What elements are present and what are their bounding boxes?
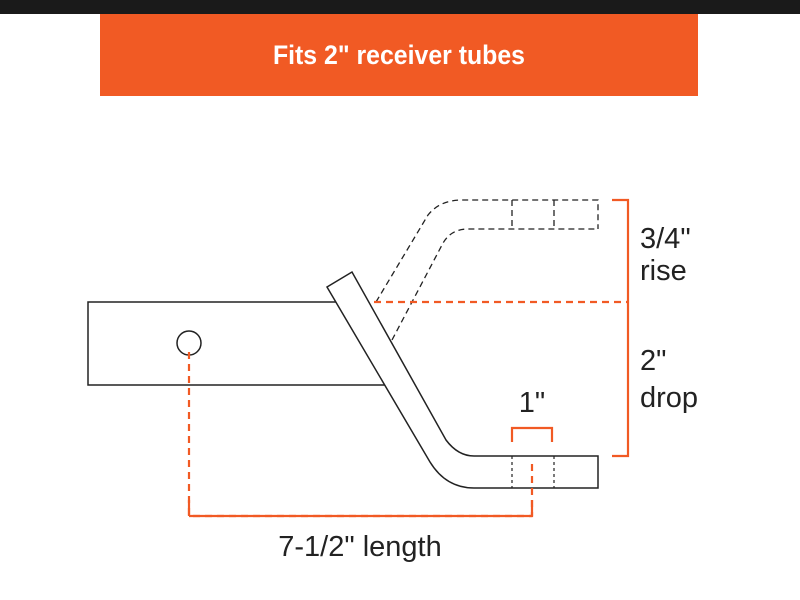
rise-drop-bracket <box>612 198 630 458</box>
banner-title: Fits 2" receiver tubes <box>272 39 526 70</box>
dimension-lines <box>187 198 630 518</box>
ball-mount-outline <box>325 270 599 489</box>
hole-width-bracket <box>510 426 554 442</box>
hole-width-label: 1" <box>519 387 545 419</box>
length-label: 7-1/2" length <box>278 531 441 563</box>
drop-value-label: 2" <box>640 345 666 377</box>
rise-word-label: rise <box>640 255 687 287</box>
rise-position-outline <box>375 199 599 341</box>
title-banner: Fits 2" receiver tubes <box>100 14 698 96</box>
ball-hole-lines <box>511 456 555 488</box>
top-bar <box>0 0 800 14</box>
drop-word-label: drop <box>640 382 698 414</box>
rise-value-label: 3/4" <box>640 223 691 255</box>
shank-outline <box>87 301 393 386</box>
pin-hole <box>176 330 202 356</box>
length-line <box>187 352 534 518</box>
